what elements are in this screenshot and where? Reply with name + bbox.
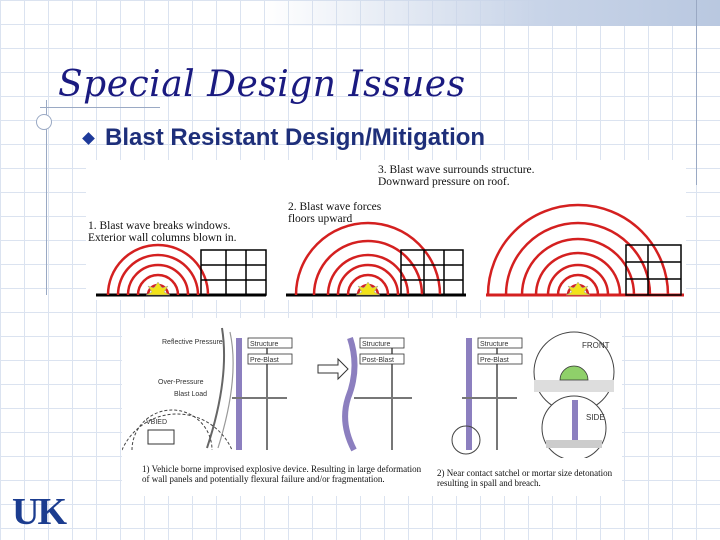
decor-circle xyxy=(36,114,52,130)
state-label-1: Pre-Blast xyxy=(250,357,279,364)
wall-panel-deformed xyxy=(342,337,358,452)
vehicle-shape xyxy=(147,429,175,445)
overpressure-label: Over-Pressure xyxy=(158,379,204,386)
structure-label-2: Structure xyxy=(362,341,391,348)
step3-caption: 3. Blast wave surrounds structure. Downw… xyxy=(378,164,535,188)
wall-panel-1 xyxy=(236,338,242,450)
vbied-label: VBIED xyxy=(146,419,167,426)
stage-2-graphic xyxy=(286,221,466,297)
stage-3-graphic xyxy=(486,203,684,297)
structure-label-1: Structure xyxy=(250,341,279,348)
bullet-item: Blast Resistant Design/Mitigation xyxy=(80,124,485,152)
arrow-right-icon xyxy=(317,357,349,381)
header-band xyxy=(265,0,720,26)
uk-logo: UK xyxy=(12,491,67,533)
slide-title: Special Design Issues xyxy=(58,64,466,105)
stage-1-graphic xyxy=(96,243,267,297)
blast-front-curve xyxy=(206,327,226,449)
decor-horizontal-line xyxy=(40,107,160,108)
bullet-text: Blast Resistant Design/Mitigation xyxy=(105,124,486,151)
decor-vertical-line xyxy=(46,100,47,295)
diamond-bullet-icon xyxy=(82,131,95,145)
step1-caption: 1. Blast wave breaks windows. Exterior w… xyxy=(88,220,237,244)
state-label-2: Post-Blast xyxy=(362,357,394,364)
blast-sequence-diagram: 1. Blast wave breaks windows. Exterior w… xyxy=(86,160,686,300)
blast-sequence-graphic xyxy=(96,203,684,297)
decor-vertical-line-right xyxy=(696,0,697,185)
side-label: SIDE xyxy=(586,413,605,422)
front-label: FRONT xyxy=(582,341,610,350)
caption-vbied: 1) Vehicle borne improvised explosive de… xyxy=(142,464,422,484)
structure-label-3: Structure xyxy=(480,341,509,348)
blast-detail-graphic: Reflective Pressure Over-Pressure Blast … xyxy=(122,327,615,458)
step2-caption: 2. Blast wave forces floors upward xyxy=(288,201,382,225)
detonation-circle xyxy=(451,425,481,455)
wall-panel-3 xyxy=(466,338,472,450)
blast-load-detail-diagram: Reflective Pressure Over-Pressure Blast … xyxy=(122,318,622,496)
state-label-3: Pre-Blast xyxy=(480,357,509,364)
reflective-pressure-label: Reflective Pressure xyxy=(162,339,223,346)
blast-load-label: Blast Load xyxy=(174,391,207,398)
caption-satchel: 2) Near contact satchel or mortar size d… xyxy=(437,468,613,488)
